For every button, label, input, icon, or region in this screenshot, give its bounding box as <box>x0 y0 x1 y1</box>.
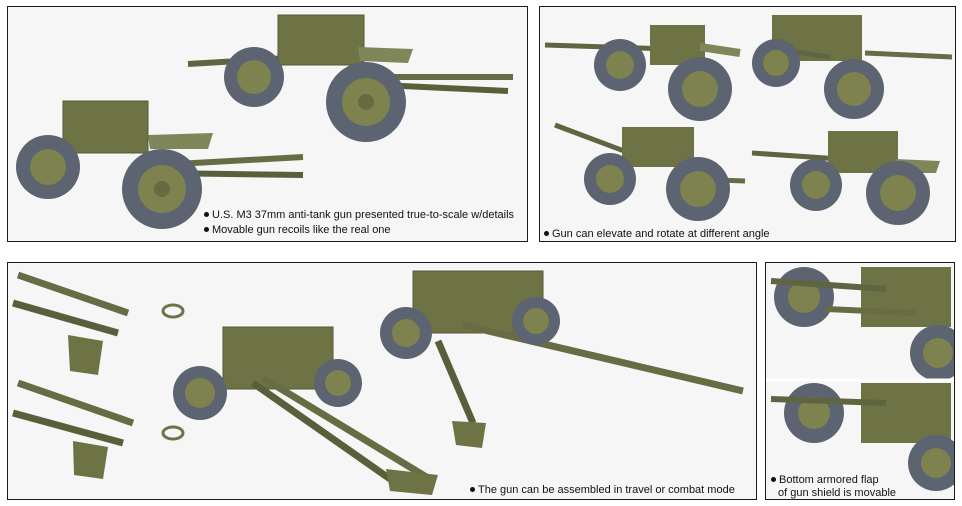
gun-model-rear <box>187 14 513 142</box>
gun-mode-illustration <box>12 270 744 495</box>
gun-combat-mode <box>380 270 744 448</box>
caption-true-to-scale: U.S. M3 37mm anti-tank gun presented tru… <box>204 208 514 222</box>
bullet-icon <box>204 211 209 217</box>
panel-elevate-rotate: Gun can elevate and rotate at different … <box>539 6 956 242</box>
caption-armored-flap-line2: of gun shield is movable <box>778 486 897 499</box>
caption-text: Gun can elevate and rotate at different … <box>552 228 770 240</box>
caption-text: of gun shield is movable <box>778 487 897 499</box>
caption-text: Bottom armored flap <box>779 474 879 486</box>
gun-view-1 <box>544 25 741 121</box>
bullet-icon <box>470 486 475 492</box>
trail-detail-upper <box>12 271 185 375</box>
bullet-icon <box>204 226 209 232</box>
caption-travel-combat: The gun can be assembled in travel or co… <box>470 483 735 497</box>
gun-travel-mode <box>173 326 438 495</box>
gun-angle-grid <box>544 15 953 225</box>
caption-text: The gun can be assembled in travel or co… <box>478 484 735 496</box>
gun-illustration-pair <box>16 14 513 229</box>
panel-travel-combat: The gun can be assembled in travel or co… <box>7 262 757 500</box>
caption-recoil: Movable gun recoils like the real one <box>204 223 391 237</box>
caption-armored-flap-line1: Bottom armored flap <box>771 473 879 487</box>
caption-text: U.S. M3 37mm anti-tank gun presented tru… <box>212 209 515 221</box>
bullet-icon <box>544 230 549 236</box>
trail-detail-lower <box>12 379 185 479</box>
panel-armored-flap: Bottom armored flap of gun shield is mov… <box>765 262 955 500</box>
caption-text: Movable gun recoils like the real one <box>212 224 391 236</box>
caption-elevate-rotate: Gun can elevate and rotate at different … <box>544 227 770 241</box>
bullet-icon <box>771 476 776 482</box>
flap-closeup-lower <box>770 383 954 491</box>
armored-flap-closeups <box>766 267 954 491</box>
gun-model-front <box>16 100 304 229</box>
gun-view-2 <box>752 15 953 119</box>
gun-view-3 <box>554 122 746 221</box>
panel-true-to-scale: U.S. M3 37mm anti-tank gun presented tru… <box>7 6 528 242</box>
gun-view-4 <box>751 131 940 225</box>
flap-closeup-upper <box>770 267 954 381</box>
